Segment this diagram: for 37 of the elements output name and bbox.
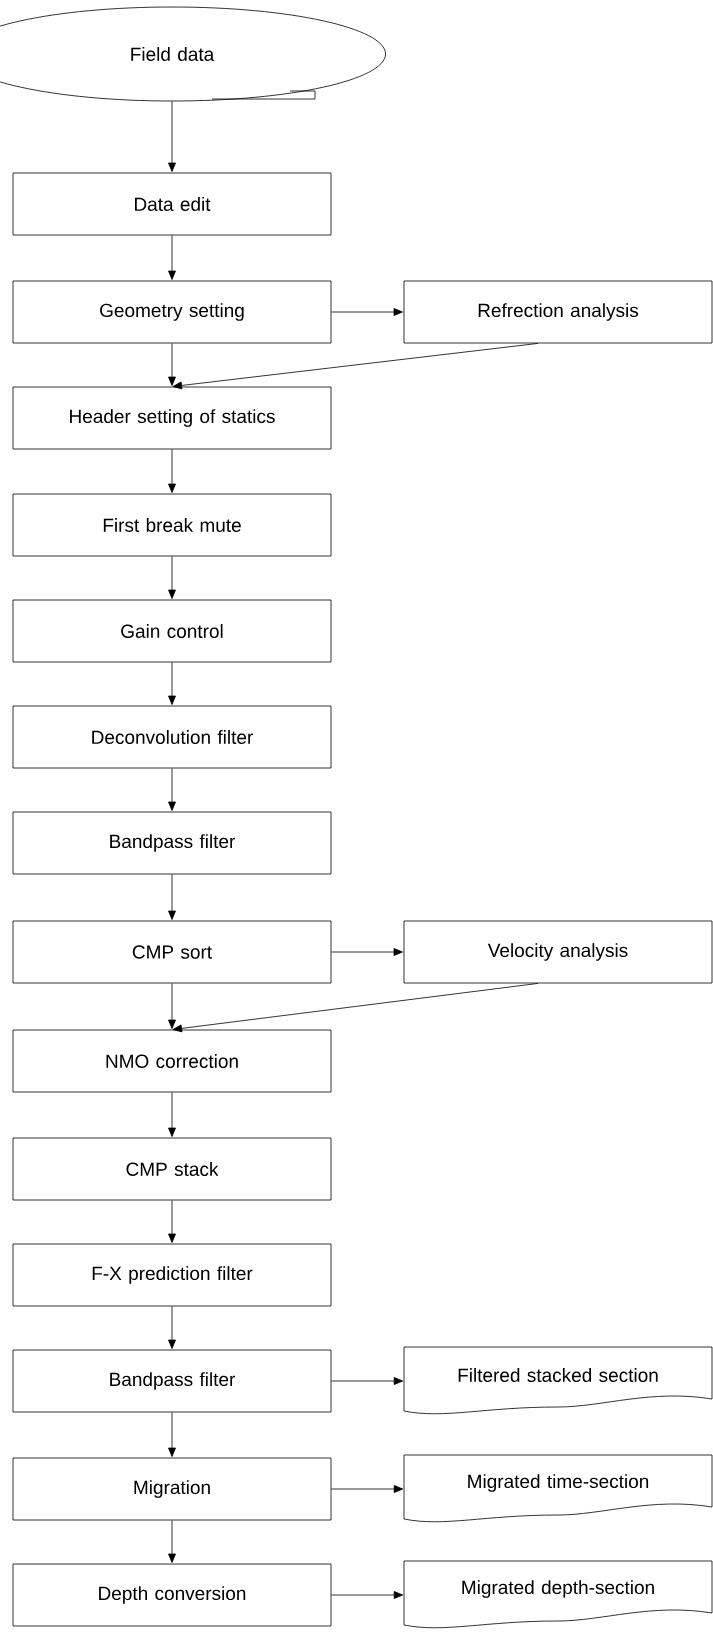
arrow: [168, 1092, 176, 1137]
process-box: NMO correction: [12, 1029, 332, 1093]
process-box: Gain control: [12, 599, 332, 663]
process-box: Bandpass filter: [12, 1349, 332, 1413]
arrow: [331, 308, 403, 316]
arrow: [168, 449, 176, 493]
arrow: [172, 343, 539, 390]
process-box: Velocity analysis: [403, 920, 713, 984]
process-box: CMP sort: [12, 920, 332, 984]
process-box: Geometry setting: [12, 280, 332, 344]
process-box: Header setting of statics: [12, 386, 332, 450]
arrow: [168, 556, 176, 599]
arrow: [168, 768, 176, 811]
process-box: Bandpass filter: [12, 811, 332, 875]
process-box: CMP stack: [12, 1137, 332, 1201]
arrow: [168, 1412, 176, 1457]
arrow: [168, 1200, 176, 1243]
arrow: [168, 1520, 176, 1563]
arrow: [168, 1306, 176, 1349]
process-box: Migration: [12, 1457, 332, 1521]
arrow: [168, 983, 176, 1029]
process-box: First break mute: [12, 493, 332, 557]
arrow: [168, 662, 176, 705]
process-box: Data edit: [12, 172, 332, 236]
arrow: [168, 235, 176, 280]
arrow: [168, 874, 176, 920]
arrow: [331, 1377, 404, 1385]
process-box: Depth conversion: [12, 1563, 332, 1627]
process-box: F-X prediction filter: [12, 1243, 332, 1307]
arrow: [331, 1591, 404, 1599]
arrow: [168, 101, 176, 172]
arrow: [331, 948, 403, 956]
process-box: Deconvolution filter: [12, 705, 332, 769]
arrow: [168, 343, 176, 386]
process-box: Refrection analysis: [403, 280, 713, 344]
arrow: [331, 1485, 404, 1493]
arrow: [172, 983, 539, 1033]
